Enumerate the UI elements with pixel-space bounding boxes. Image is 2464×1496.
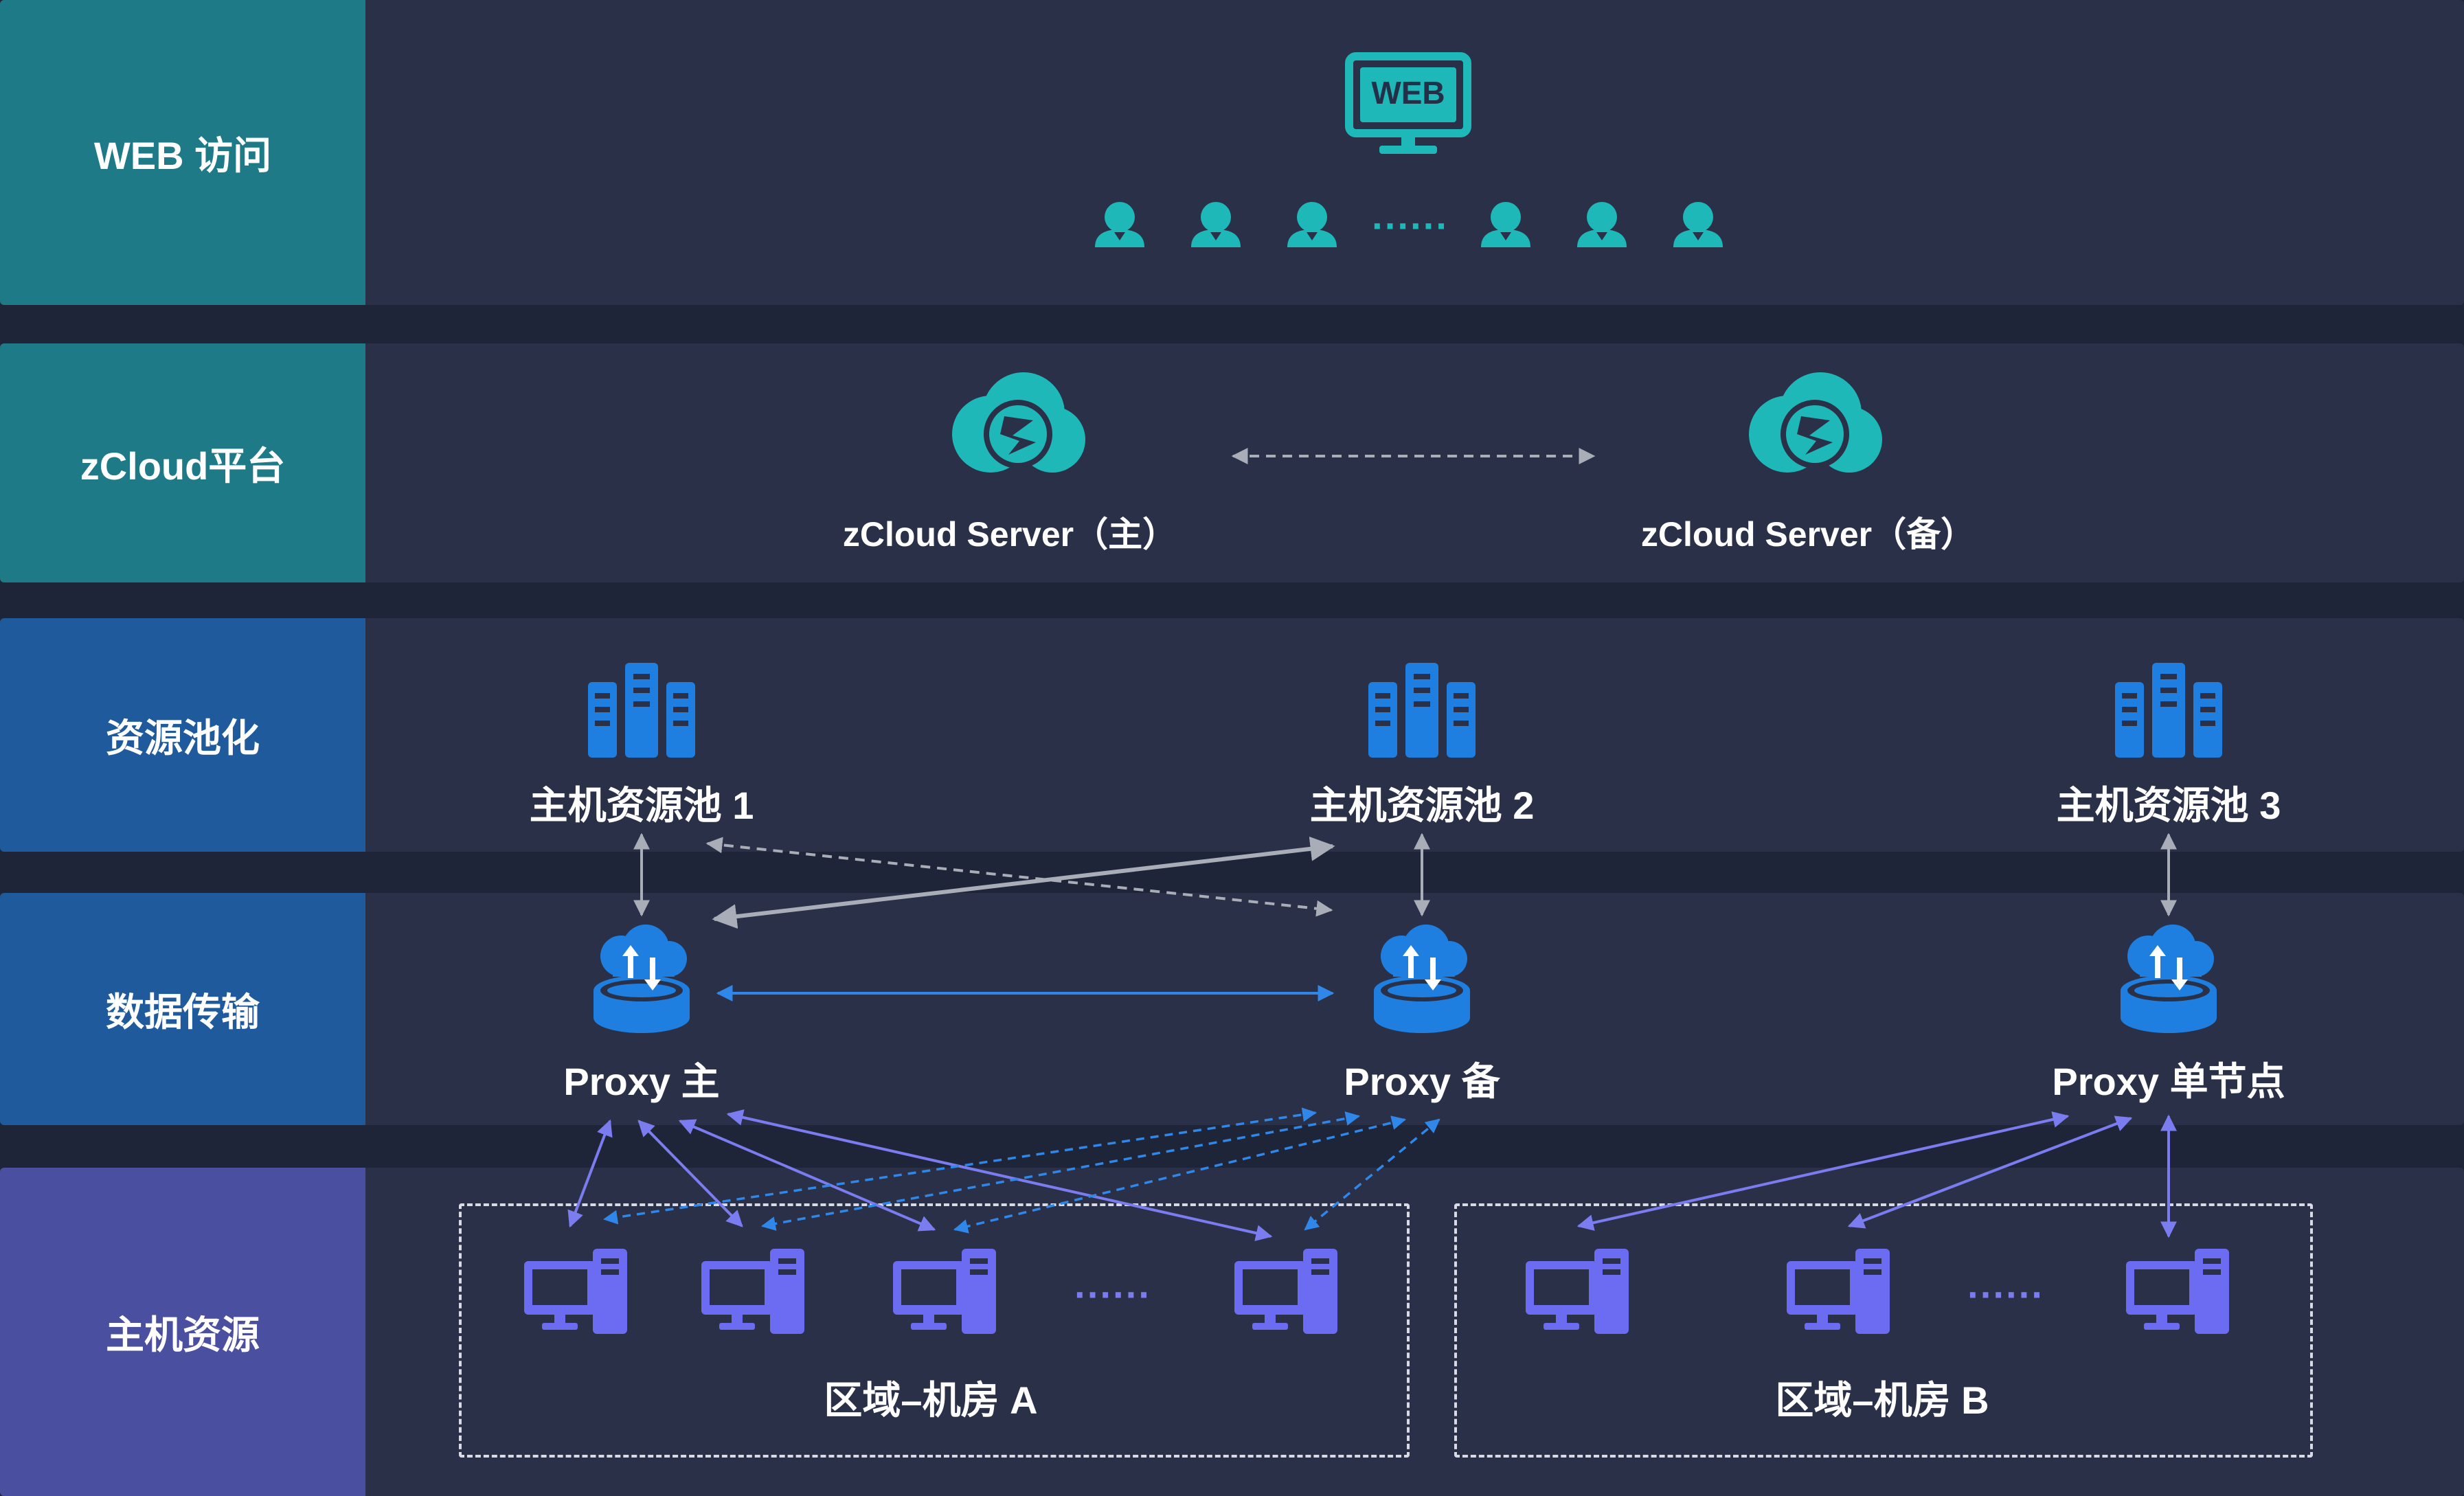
zone-a-label: 区域–机房 A [824, 1379, 1038, 1422]
layer-web: WEB 访问 [0, 0, 2464, 305]
user-icon [1287, 202, 1337, 247]
desktop-computer-icon [2126, 1249, 2229, 1334]
web-users-ellipsis: ······ [1372, 204, 1449, 247]
layer-label-pool: 资源池化 [0, 618, 365, 852]
link-proxy-main-host-a2 [637, 1120, 743, 1227]
zone-a-ellipsis: ······ [1074, 1273, 1151, 1316]
zone-b-ellipsis: ······ [1967, 1273, 2044, 1316]
layer-label-transfer: 数据传输 [0, 893, 365, 1125]
link-pool1-proxy-standby [705, 837, 1333, 917]
user-icon [1481, 202, 1530, 247]
web-monitor-text: WEB [1371, 75, 1445, 111]
desktop-computer-icon [524, 1249, 627, 1334]
link-proxy-main-host-a1 [567, 1119, 613, 1228]
zcloud-server-standby-label: zCloud Server（备） [1640, 515, 1976, 554]
desktop-computer-icon [1787, 1249, 1890, 1334]
proxy-single-label: Proxy 单节点 [2052, 1060, 2285, 1103]
pool-3-label: 主机资源池 3 [2056, 784, 2281, 827]
zcloud-server-standby-icon [1749, 372, 1882, 473]
pool-1-label: 主机资源池 1 [529, 784, 754, 827]
zone-b-label: 区域–机房 B [1775, 1379, 1989, 1422]
proxy-database-icon [2121, 925, 2217, 1033]
server-rack-icon [2115, 663, 2222, 758]
web-monitor-icon [1345, 52, 1471, 154]
desktop-computer-icon [1234, 1249, 1337, 1334]
zcloud-server-primary-label: zCloud Server（主） [842, 515, 1177, 554]
zcloud-server-primary-icon [952, 372, 1085, 473]
layer-label-platform: zCloud平台 [0, 343, 365, 582]
server-rack-icon [1368, 663, 1476, 758]
layer-label-web: WEB 访问 [0, 0, 365, 305]
user-icon [1577, 202, 1627, 247]
link-proxy-standby-host-a3 [953, 1115, 1407, 1234]
layer-label-hosts: 主机资源 [0, 1168, 365, 1496]
proxy-database-icon [594, 925, 690, 1033]
link-proxy-standby-host-a4 [1304, 1118, 1440, 1231]
proxy-main-label: Proxy 主 [563, 1060, 720, 1103]
server-rack-icon [588, 663, 695, 758]
desktop-computer-icon [893, 1249, 996, 1334]
user-icon [1095, 202, 1144, 247]
link-proxy-standby-host-a2 [760, 1111, 1361, 1231]
user-icon [1673, 202, 1723, 247]
link-proxy-single-host-b2 [1847, 1115, 2133, 1229]
user-icon [1191, 202, 1241, 247]
desktop-computer-icon [701, 1249, 804, 1334]
proxy-standby-label: Proxy 备 [1344, 1060, 1500, 1103]
link-pool2-proxy-main [712, 836, 1335, 929]
proxy-database-icon [1374, 925, 1470, 1033]
pool-2-label: 主机资源池 2 [1309, 784, 1535, 827]
desktop-computer-icon [1526, 1249, 1629, 1334]
